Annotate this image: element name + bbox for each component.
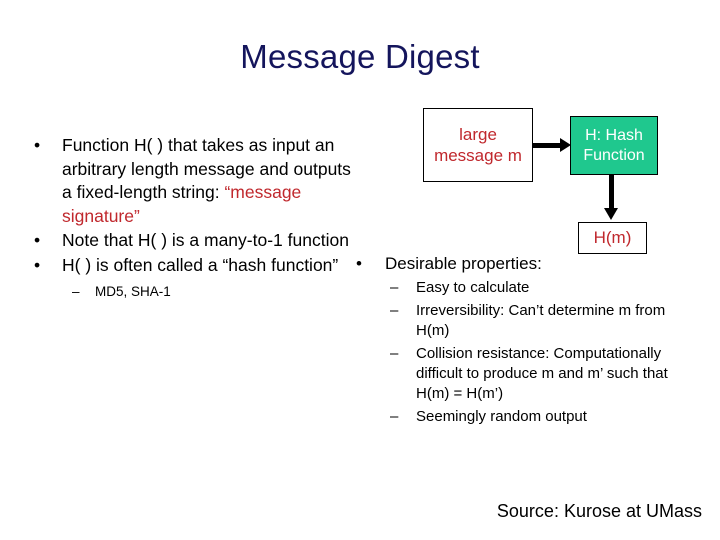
sub-bullet-text: Easy to calculate [416,279,530,296]
hash-function-label: H: Hash Function [583,126,645,164]
sub-list-item: – Irreversibility: Can’t determine m fro… [348,301,696,341]
dash-marker-icon: – [390,345,399,362]
bullet-text: Function H( ) that takes as input an arb… [62,135,351,202]
bullet-text: Desirable properties: [385,254,542,273]
bullet-text-highlight: “message signature” [62,182,302,226]
hash-function-box: H: Hash Function [570,116,658,175]
list-item: • H( ) is often called a “hash function” [22,254,358,278]
arrow-hash-to-output-head-icon [604,208,618,220]
arrow-message-to-hash-head-icon [560,138,571,152]
page-title: Message Digest [240,38,480,75]
sub-bullet-text: Collision resistance: Computationally di… [416,345,668,402]
arrow-hash-to-output-line [609,175,614,211]
source-attribution: Source: Kurose at UMass [496,501,702,521]
dash-marker-icon: – [390,408,399,425]
bullet-marker-icon: • [356,254,362,273]
list-item: • Function H( ) that takes as input an a… [22,134,358,228]
large-message-label: large message m [434,125,522,165]
bullet-marker-icon: • [34,254,41,275]
left-bullet-column: • Function H( ) that takes as input an a… [22,134,358,301]
sub-bullet-text: MD5, SHA-1 [95,284,171,299]
arrow-message-to-hash-line [533,143,562,148]
sub-bullet-text: Seemingly random output [416,408,587,425]
sub-list-item: – Easy to calculate [348,278,696,298]
bullet-text: Note that H( ) is a many-to-1 function [62,230,349,250]
bullet-marker-icon: • [34,230,41,250]
bullet-marker-icon: • [34,135,41,155]
right-bullet-column: • Desirable properties: – Easy to calcul… [348,252,696,427]
large-message-box: large message m [423,108,533,182]
sub-bullet-text: Irreversibility: Can’t determine m from … [416,302,666,339]
bullet-text: H( ) is often called a “hash function” [62,254,339,275]
sub-list-item: – Seemingly random output [348,407,696,427]
hash-output-label: H(m) [593,228,632,247]
dash-marker-icon: – [390,302,399,319]
sub-list-item: – MD5, SHA-1 [22,282,358,301]
dash-marker-icon: – [390,279,399,296]
list-item: • Desirable properties: [348,252,696,275]
sub-list-item: – Collision resistance: Computationally … [348,344,696,404]
list-item: • Note that H( ) is a many-to-1 function [22,229,358,253]
dash-marker-icon: – [72,284,80,299]
hash-output-box: H(m) [578,222,647,254]
